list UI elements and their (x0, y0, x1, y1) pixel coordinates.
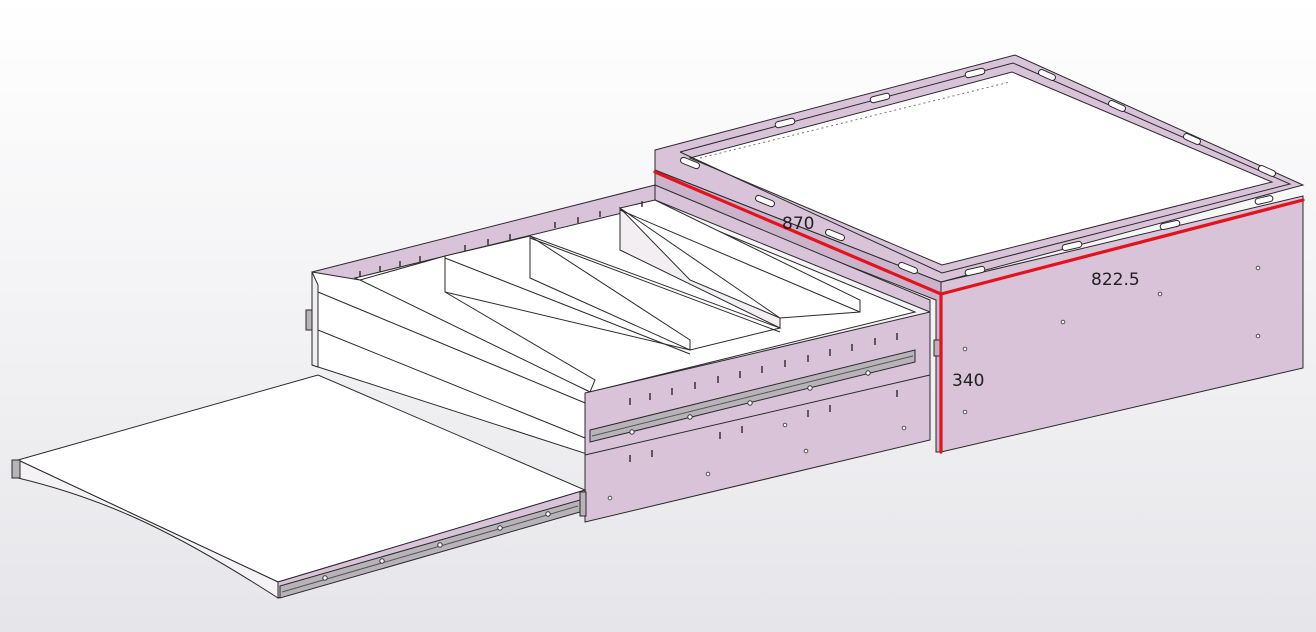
pull-out-shelf (11, 374, 587, 599)
slide-rail-pins (629, 370, 871, 435)
dimension-lines (653, 170, 1305, 454)
panel-hole (1060, 319, 1066, 325)
rail-pin (687, 414, 693, 420)
rim-slot (964, 265, 986, 277)
divider-rail (619, 209, 861, 313)
divider-panel (619, 206, 781, 329)
drawer-bracket (305, 309, 313, 331)
drawer-hole (782, 422, 788, 428)
rail-pin (322, 575, 328, 581)
rim-slot (1183, 133, 1201, 145)
divider-drawer (305, 184, 931, 523)
rail-pin (865, 370, 871, 376)
depth-dimension-line (653, 170, 943, 296)
rail-pin (807, 385, 813, 391)
shelf-bracket (11, 459, 21, 479)
divider-panel (618, 199, 861, 319)
rim-slot (1258, 165, 1276, 177)
rim-slots (680, 67, 1276, 277)
front-seam (584, 374, 931, 456)
drawer-holes (607, 422, 907, 501)
width-dimension-label: 822.5 (1091, 270, 1140, 290)
panel-hole (962, 409, 968, 415)
right-cabinet (654, 54, 1305, 453)
tray-inner-rim (679, 62, 1292, 274)
drawer-hole (803, 448, 809, 454)
drawer-hole (705, 471, 711, 477)
drawer-front-panel (584, 311, 931, 523)
rail-pin (629, 429, 635, 435)
drawer-hole (901, 425, 907, 431)
rim-slot (680, 156, 700, 170)
divider-rail (444, 257, 691, 355)
tray-floor (688, 71, 1274, 266)
rail-pin (497, 525, 503, 531)
drawer-left-edge (311, 271, 319, 368)
shelf-bracket (579, 491, 587, 517)
rim-slot (825, 228, 845, 242)
shelf-rail-line (281, 505, 579, 593)
rail-pin (545, 511, 551, 517)
rim-slot (1108, 100, 1126, 112)
drawer-slot-marks (359, 201, 898, 462)
depth-dimension-label: 870 (782, 214, 814, 234)
slide-rail-line (591, 355, 914, 437)
rim-slot (1254, 195, 1274, 205)
shelf-rail-pins (322, 511, 551, 581)
rim-slot (1038, 69, 1056, 81)
rim-slot (898, 261, 918, 275)
rim-slot (755, 194, 775, 208)
rail-pin (747, 400, 753, 406)
rim-slot (869, 92, 891, 104)
wall-crease (317, 291, 591, 406)
rail-pin (379, 558, 385, 564)
wall-crease (317, 329, 591, 441)
divider-rail (529, 237, 781, 333)
rim-slot (1159, 219, 1181, 231)
rail-pin (437, 542, 443, 548)
rim-slot (774, 117, 796, 129)
side-bracket (933, 339, 941, 357)
panel-hole (1157, 291, 1163, 297)
tray-dotted-edge (699, 81, 1011, 159)
panel-hole (1255, 265, 1261, 271)
divider-panel (529, 235, 691, 351)
rim-slot (1061, 240, 1083, 252)
height-dimension-label: 340 (952, 371, 984, 391)
panel-holes (962, 265, 1261, 415)
drawer-hole (607, 495, 613, 501)
rim-slot (964, 67, 986, 79)
panel-hole (1255, 333, 1261, 339)
shelf-left-edge (17, 459, 279, 599)
width-dimension-line (939, 198, 1305, 296)
panel-hole (962, 346, 968, 352)
